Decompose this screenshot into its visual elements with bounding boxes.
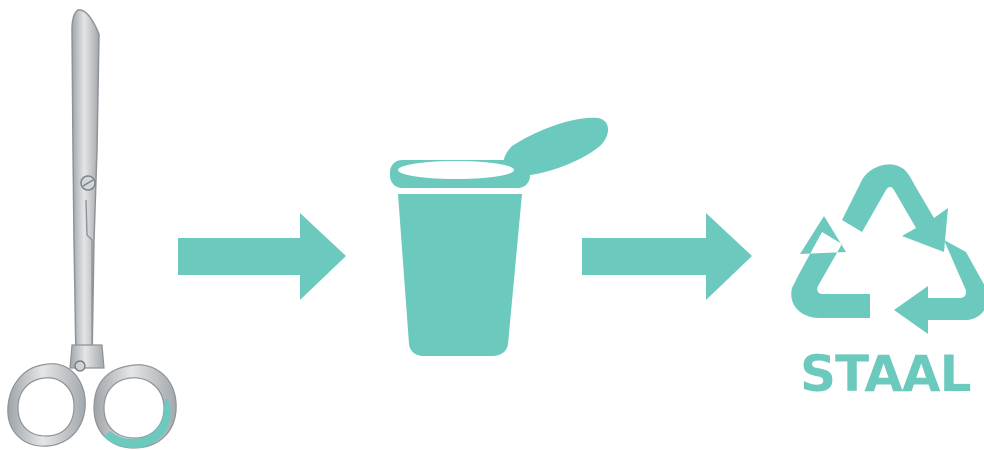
arrow-right-1 bbox=[178, 213, 346, 300]
recycle-icon: STAAL bbox=[791, 164, 984, 403]
scissors-icon bbox=[8, 10, 176, 448]
arrow-right-2 bbox=[582, 213, 752, 300]
recycle-material-label: STAAL bbox=[800, 345, 971, 403]
disposal-cup-icon bbox=[390, 118, 608, 356]
